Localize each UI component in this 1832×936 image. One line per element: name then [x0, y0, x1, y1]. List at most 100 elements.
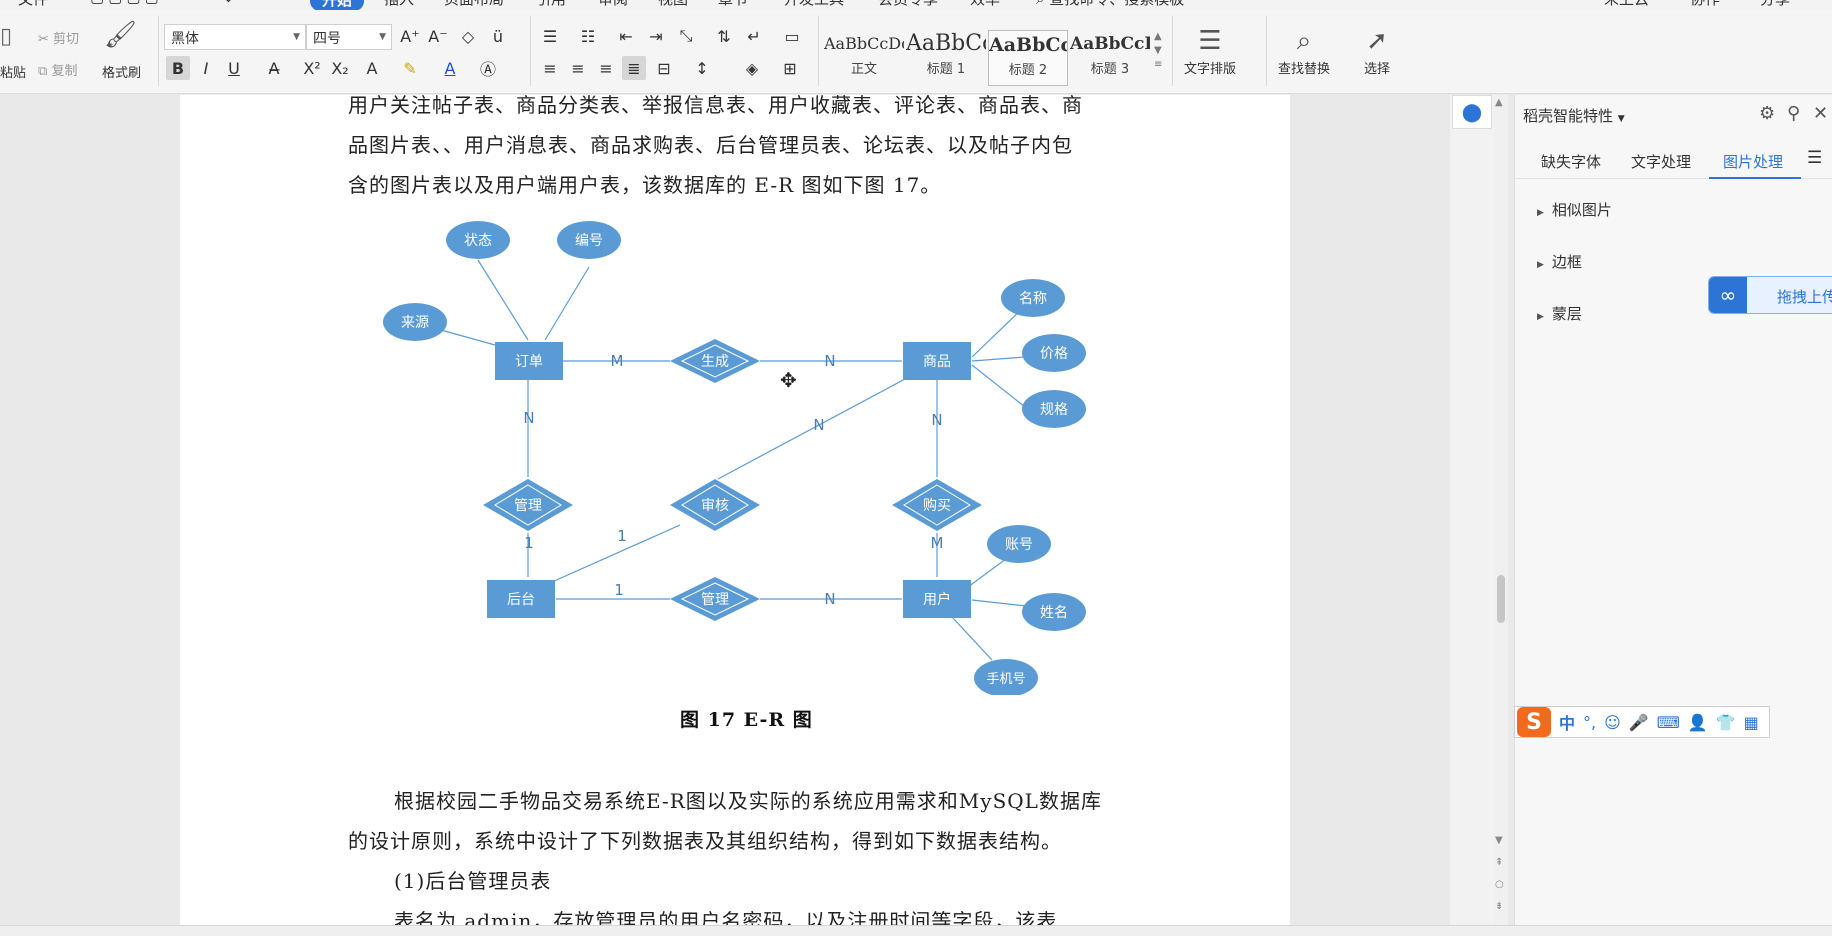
er-attr-name[interactable]: 名称: [1001, 279, 1065, 317]
grow-font-icon[interactable]: A⁺: [400, 26, 420, 46]
command-search[interactable]: ⌕ 查找命令、搜索模板: [1036, 0, 1184, 9]
tab-image-processing[interactable]: 图片处理: [1723, 153, 1784, 171]
er-attr-source[interactable]: 来源: [383, 303, 447, 341]
er-attr-fullname[interactable]: 姓名: [1022, 593, 1086, 631]
skin-icon[interactable]: 👕: [1715, 712, 1736, 732]
outdent-icon[interactable]: ⇤: [619, 26, 633, 46]
close-icon[interactable]: ✕: [1813, 103, 1829, 124]
er-attr-number[interactable]: 编号: [557, 221, 621, 259]
keyboard-icon[interactable]: ⌨: [1656, 712, 1680, 732]
cut-button[interactable]: ✂ 剪切: [38, 32, 80, 47]
char-border-icon[interactable]: Ⓐ: [479, 60, 496, 79]
distribute-icon[interactable]: ⊟: [657, 58, 671, 78]
share-button[interactable]: 分享: [1760, 0, 1790, 9]
er-attr-account[interactable]: 账号: [987, 525, 1051, 563]
highlight-icon[interactable]: ✎: [403, 58, 417, 78]
menu-references[interactable]: 引用: [536, 0, 566, 9]
next-page-icon[interactable]: ⇟: [1495, 901, 1504, 912]
font-name-select[interactable]: 黑体▼: [164, 24, 306, 50]
panel-title[interactable]: 稻壳智能特性 ▼: [1523, 107, 1625, 125]
subscript-icon[interactable]: X₂: [331, 58, 349, 78]
grid-icon[interactable]: ▦: [1743, 712, 1759, 732]
menu-page-layout[interactable]: 页面布局: [444, 0, 504, 9]
sort-icon[interactable]: ⇅: [717, 26, 731, 46]
strikethrough-icon[interactable]: A̶: [268, 58, 280, 78]
bold-icon[interactable]: B: [166, 56, 190, 80]
er-attr-spec[interactable]: 规格: [1022, 390, 1086, 428]
style-heading-2[interactable]: AaBbCcI 标题 2: [988, 30, 1068, 86]
underline-icon[interactable]: U: [228, 58, 240, 78]
style-heading-3[interactable]: AaBbCcDc 标题 3: [1070, 34, 1150, 77]
er-attr-price[interactable]: 价格: [1022, 334, 1086, 372]
er-relation-manage-order[interactable]: 管理: [483, 479, 573, 531]
line-spacing-icon[interactable]: ↕: [695, 58, 709, 78]
er-entity-backend[interactable]: 后台: [487, 580, 555, 618]
menu-efficiency[interactable]: 效率: [970, 0, 1000, 9]
er-entity-order[interactable]: 订单: [495, 342, 563, 380]
menu-review[interactable]: 审阅: [598, 0, 628, 9]
paste-icon[interactable]: ▯: [0, 24, 13, 49]
panel-item-similar-images[interactable]: ▶相似图片: [1537, 201, 1612, 219]
paste-button[interactable]: 粘贴: [0, 66, 27, 81]
select-button[interactable]: ➚ 选择: [1364, 26, 1391, 77]
format-painter-button[interactable]: 格式刷: [102, 66, 142, 81]
er-relation-purchase[interactable]: 购买: [892, 479, 982, 531]
numbering-icon[interactable]: ☷: [580, 26, 596, 46]
menu-file[interactable]: 文件: [18, 0, 48, 9]
document-page[interactable]: 用户关注帖子表、商品分类表、举报信息表、用户收藏表、评论表、商品表、商 品图片表…: [180, 93, 1290, 933]
indent-icon[interactable]: ⇥: [649, 26, 663, 46]
browse-object-icon[interactable]: ○: [1495, 879, 1504, 890]
cloud-status[interactable]: 未上云: [1604, 0, 1649, 9]
prev-page-icon[interactable]: ⇞: [1495, 857, 1504, 868]
font-color-icon[interactable]: A: [444, 58, 456, 78]
find-replace-button[interactable]: ⌕ 查找替换: [1278, 26, 1331, 77]
collab-button[interactable]: 协作: [1690, 0, 1720, 9]
menu-home[interactable]: 开始: [310, 0, 365, 11]
justify-icon[interactable]: ≣: [622, 56, 646, 80]
er-entity-product[interactable]: 商品: [903, 342, 971, 380]
panel-item-border[interactable]: ▶边框: [1537, 253, 1582, 271]
pin-icon[interactable]: ⚲: [1787, 103, 1801, 124]
microphone-icon[interactable]: 🎤: [1628, 712, 1649, 732]
drag-upload-widget[interactable]: ∞ 拖拽上传: [1708, 276, 1832, 314]
user-icon[interactable]: 👤: [1687, 712, 1708, 732]
ime-language[interactable]: 中: [1559, 714, 1576, 733]
gear-icon[interactable]: ⚙: [1759, 103, 1776, 124]
show-marks-icon[interactable]: ↵: [747, 26, 761, 46]
location-pin-icon[interactable]: ⬤: [1452, 95, 1492, 129]
scroll-down-icon[interactable]: ▼: [1495, 835, 1503, 846]
emoji-icon[interactable]: ☺: [1604, 712, 1621, 732]
er-entity-user[interactable]: 用户: [903, 580, 971, 618]
copy-button[interactable]: ⧉ 复制: [38, 64, 78, 79]
italic-icon[interactable]: I: [203, 58, 209, 78]
menu-icon[interactable]: ☰: [1807, 148, 1823, 168]
menu-developer[interactable]: 开发工具: [784, 0, 844, 9]
er-attr-phone[interactable]: 手机号: [974, 659, 1038, 695]
styles-scroll-icon[interactable]: ▲▼≡: [1154, 31, 1163, 70]
phonetic-icon[interactable]: ü: [492, 26, 504, 46]
scroll-up-icon[interactable]: ▲: [1495, 97, 1503, 108]
shading-icon[interactable]: ◈: [745, 58, 759, 78]
er-diagram[interactable]: 订单 商品 后台 用户 生成 管理: [180, 95, 1290, 695]
er-relation-generate[interactable]: 生成: [670, 339, 760, 383]
er-relation-review[interactable]: 审核: [670, 479, 760, 531]
menu-insert[interactable]: 插入: [384, 0, 414, 9]
bullets-icon[interactable]: ☰: [542, 26, 558, 46]
er-relation-manage-user[interactable]: 管理: [670, 577, 760, 621]
panel-item-mask[interactable]: ▶蒙层: [1537, 305, 1582, 323]
menu-member[interactable]: 会员专享: [878, 0, 938, 9]
shrink-font-icon[interactable]: A⁻: [428, 26, 448, 46]
menu-section[interactable]: 章节: [718, 0, 748, 9]
style-heading-1[interactable]: AaBbCc 标题 1: [906, 31, 986, 77]
brush-icon[interactable]: 🖌: [104, 20, 138, 50]
text-direction-icon[interactable]: ⤡: [679, 26, 693, 45]
align-center-icon[interactable]: ≡: [571, 58, 585, 78]
tab-missing-fonts[interactable]: 缺失字体: [1541, 153, 1602, 171]
align-right-icon[interactable]: ≡: [599, 58, 613, 78]
ruler-icon[interactable]: ▭: [784, 26, 800, 46]
text-effect-icon[interactable]: A: [366, 58, 378, 78]
scrollbar-thumb[interactable]: [1497, 575, 1505, 623]
er-attr-status[interactable]: 状态: [446, 221, 510, 259]
style-normal[interactable]: AaBbCcDc 正文: [824, 34, 904, 77]
font-size-select[interactable]: 四号▼: [306, 24, 392, 50]
